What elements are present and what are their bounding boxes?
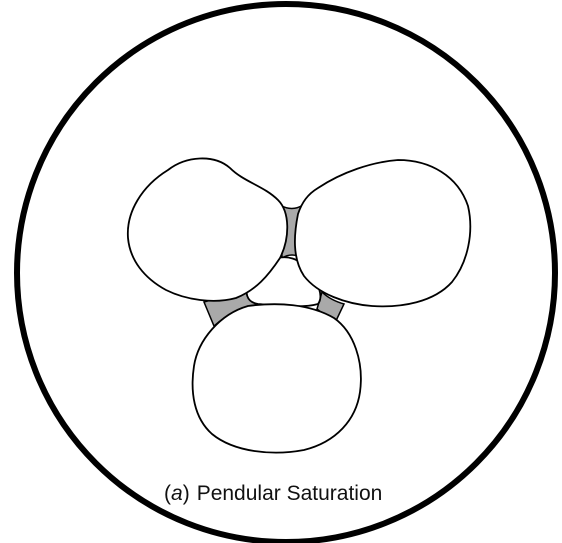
caption-letter: a — [171, 482, 183, 505]
caption-text: Pendular Saturation — [197, 482, 383, 505]
figure-caption: (a) Pendular Saturation — [164, 482, 382, 505]
caption-open-paren: ( — [164, 482, 171, 505]
grain-bottom — [193, 304, 361, 452]
caption-close-paren: ) — [183, 482, 190, 505]
